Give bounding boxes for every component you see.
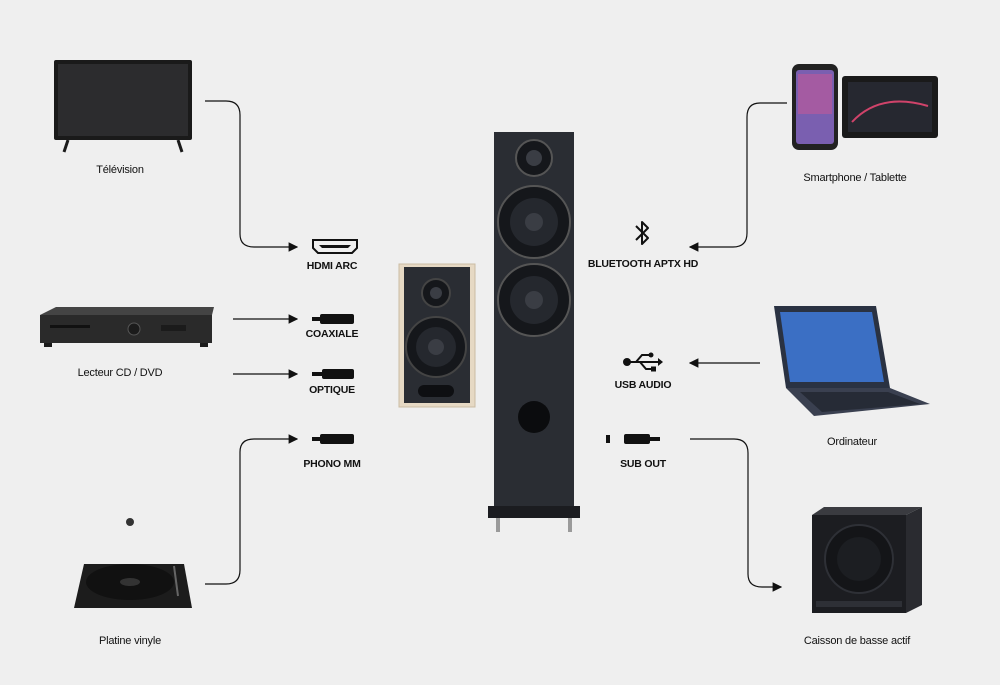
bluetooth-port-label: BLUETOOTH APTX HD bbox=[587, 258, 699, 270]
phono-port-label: PHONO MM bbox=[303, 458, 361, 470]
smartphone-tablet-label: Smartphone / Tablette bbox=[803, 172, 907, 184]
hdmi-icon bbox=[312, 239, 358, 254]
tower-speaker bbox=[488, 132, 580, 532]
phone-to-bluetooth-line bbox=[688, 102, 787, 252]
television-label: Télévision bbox=[96, 164, 144, 176]
sub-plug-icon bbox=[606, 434, 660, 444]
subwoofer-device bbox=[812, 507, 922, 613]
coax-port-label: COAXIALE bbox=[305, 328, 359, 340]
coax-plug-icon bbox=[312, 314, 354, 324]
optical-plug-icon bbox=[312, 369, 354, 379]
cd-dvd-player-device bbox=[40, 307, 214, 347]
sub-to-subwoofer-line bbox=[690, 438, 783, 592]
smartphone-tablet-device bbox=[792, 64, 938, 150]
usb-port-label: USB AUDIO bbox=[614, 379, 672, 391]
turntable-label: Platine vinyle bbox=[98, 635, 162, 647]
laptop-device bbox=[774, 306, 930, 416]
usb-icon bbox=[623, 352, 663, 372]
subwoofer-label: Caisson de basse actif bbox=[803, 635, 911, 647]
cd-dvd-player-label: Lecteur CD / DVD bbox=[77, 367, 163, 379]
television-device bbox=[54, 60, 192, 153]
turntable-to-phono-line bbox=[205, 434, 299, 585]
optical-port-label: OPTIQUE bbox=[309, 384, 355, 396]
tv-to-hdmi-line bbox=[205, 100, 299, 252]
bluetooth-icon bbox=[635, 221, 649, 245]
bookshelf-speaker bbox=[398, 263, 476, 408]
laptop-label: Ordinateur bbox=[827, 436, 877, 448]
phono-plug-icon bbox=[312, 434, 354, 444]
sub-out-port-label: SUB OUT bbox=[620, 458, 666, 470]
turntable-device bbox=[74, 518, 192, 608]
hdmi-port-label: HDMI ARC bbox=[306, 260, 358, 272]
